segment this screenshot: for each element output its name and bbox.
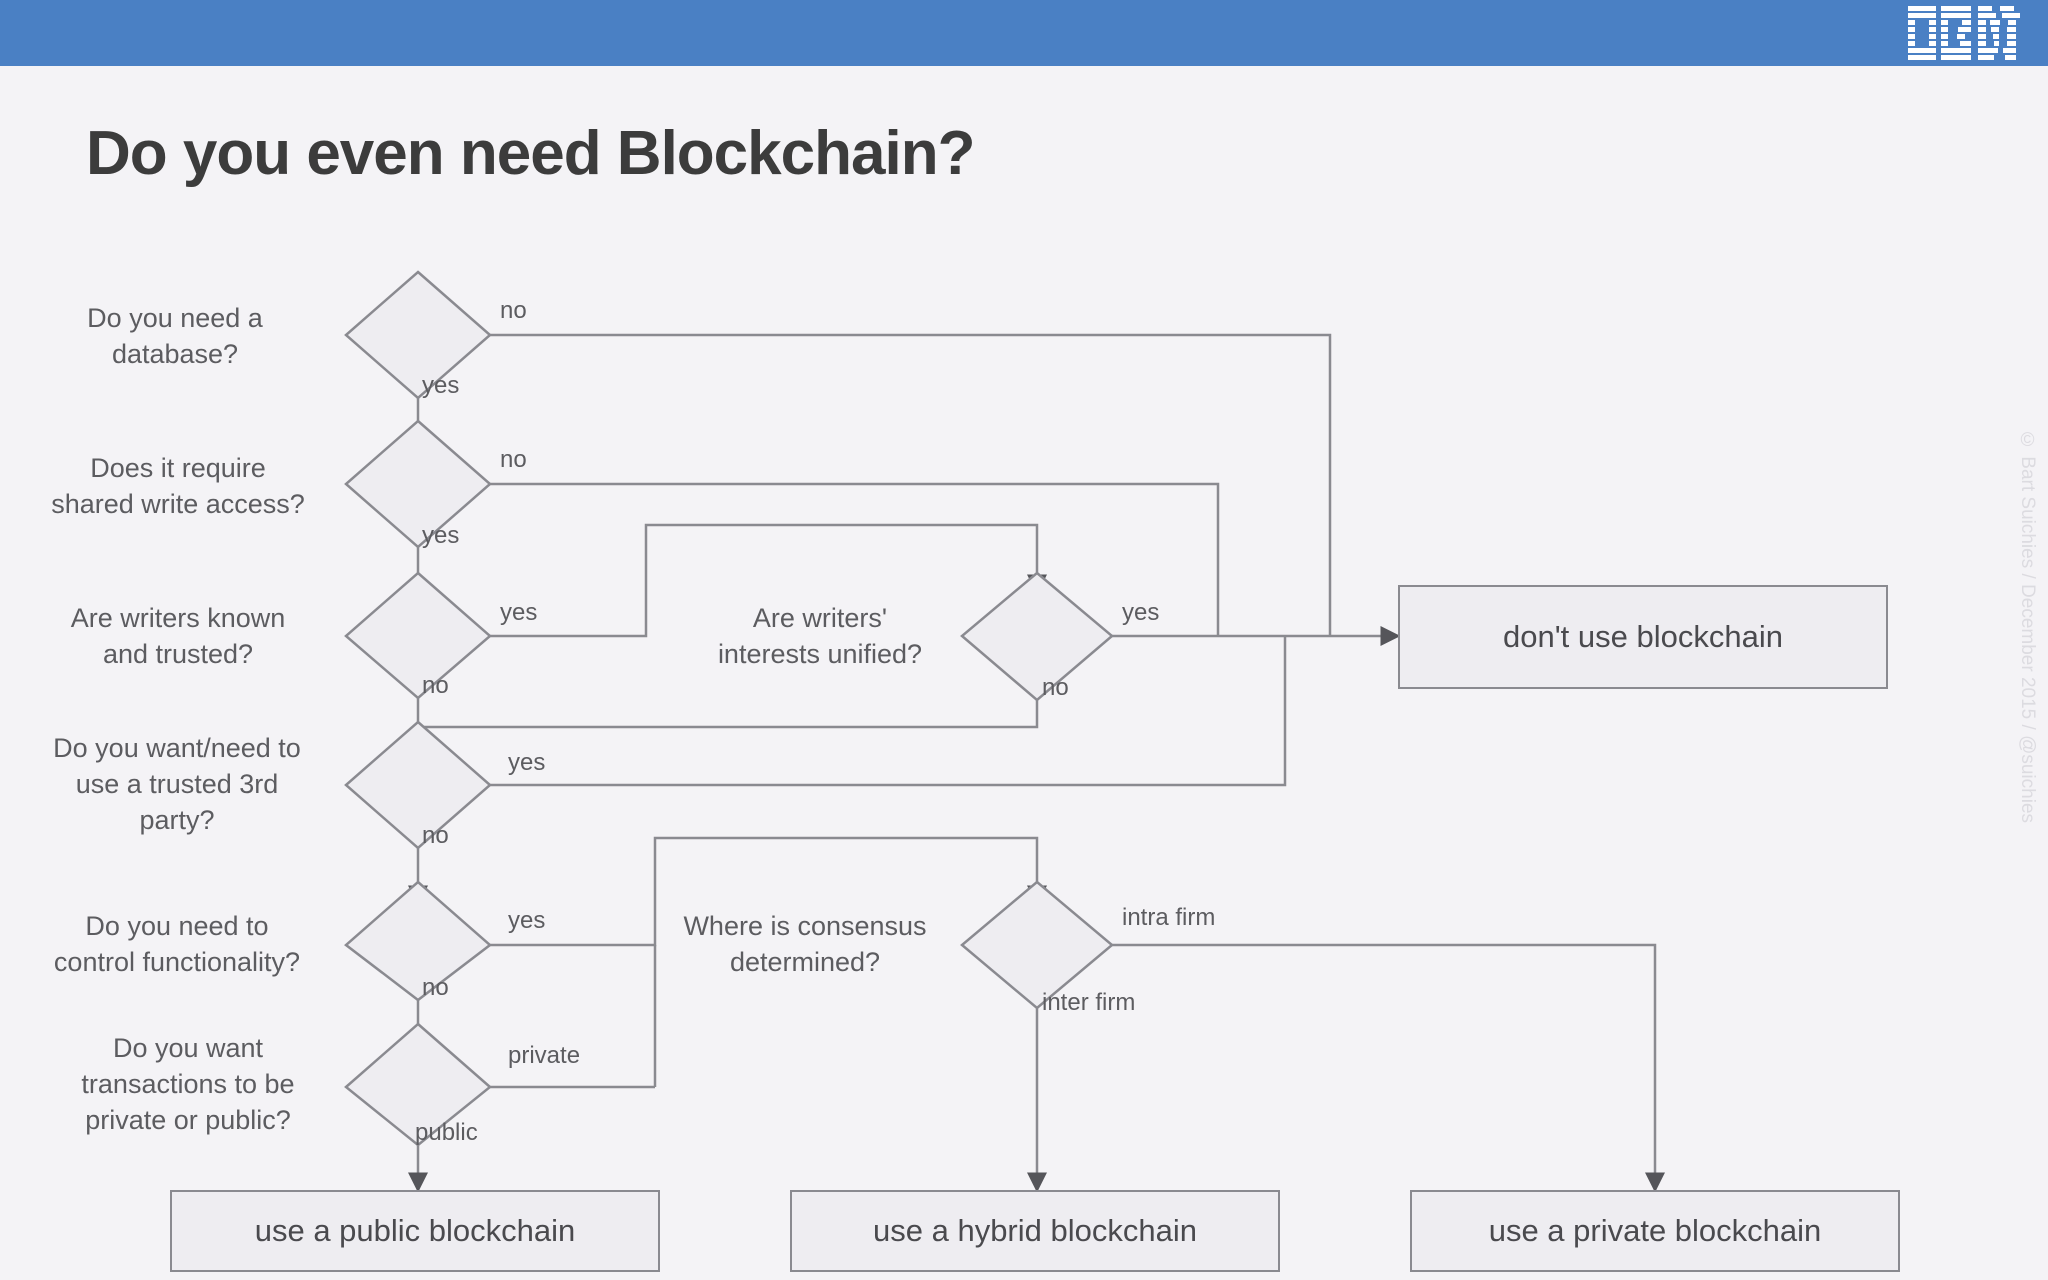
edge-label-q1-yes: yes (422, 372, 460, 399)
result-box-dont-use-blockchain: don't use blockchain (1398, 585, 1888, 689)
edge-q4-no (418, 700, 1039, 729)
edge-label-q6-yes: yes (508, 907, 546, 934)
question-label-writers-interests-unified: Are writers' interests unified? (717, 603, 923, 669)
question-label-control-functionality: Do you need to control functionality? (53, 911, 301, 977)
edge-label-q6-no: no (422, 974, 449, 1001)
edge-label-q2-yes: yes (422, 522, 460, 549)
edge-label-q4-yes: yes (1122, 599, 1160, 626)
question-label-writers-known-trusted: Are writers known and trusted? (70, 603, 286, 669)
edge-q3-yes (490, 523, 1047, 638)
result-box-public-blockchain: use a public blockchain (170, 1190, 660, 1272)
decision-node-q8 (344, 1022, 492, 1147)
page-title: Do you even need Blockchain? (86, 119, 975, 188)
edge-q7-intra (1112, 943, 1665, 1193)
edge-label-q3-no: no (422, 672, 449, 699)
edge-label-q8-private: private (508, 1042, 581, 1069)
question-label-trusted-third-party: Do you want/need to use a trusted 3rd pa… (53, 733, 301, 835)
question-label-need-database: Do you need a database? (87, 303, 263, 369)
top-header-bar (0, 0, 2048, 66)
question-label-consensus-determined: Where is consensus determined? (683, 911, 927, 977)
edge-label-q1-no: no (500, 297, 527, 324)
credit-text: © Bart Suichies / December 2015 / @suich… (2017, 430, 2038, 824)
edge-label-q3-yes: yes (500, 599, 538, 626)
edge-q6-yes (490, 836, 1047, 947)
decision-node-q4 (960, 571, 1114, 702)
question-label-shared-write-access: Does it require shared write access? (51, 453, 305, 519)
decision-node-q7 (960, 880, 1114, 1010)
edge-label-q5-yes: yes (508, 749, 546, 776)
decision-node-q3 (344, 571, 492, 700)
decision-node-q1 (344, 270, 492, 400)
edge-label-q2-no: no (500, 446, 527, 473)
edge-label-q8-public: public (415, 1119, 478, 1146)
edge-label-q7-inter: inter firm (1042, 989, 1136, 1016)
decision-node-q2 (344, 419, 492, 549)
edge-label-q4-no: no (1042, 674, 1069, 701)
edge-q1-no (490, 333, 1332, 637)
question-label-private-or-public: Do you want transactions to be private o… (81, 1033, 295, 1135)
edge-label-q7-intra: intra firm (1122, 904, 1216, 931)
ibm-logo-icon (1908, 6, 2020, 60)
decision-node-q6 (344, 880, 492, 1002)
edge-q5-yes (490, 637, 1287, 787)
decision-node-q5 (344, 720, 492, 850)
edge-q2-no (490, 482, 1220, 637)
edge-label-q5-no: no (422, 822, 449, 849)
result-box-hybrid-blockchain: use a hybrid blockchain (790, 1190, 1280, 1272)
result-box-private-blockchain: use a private blockchain (1410, 1190, 1900, 1272)
